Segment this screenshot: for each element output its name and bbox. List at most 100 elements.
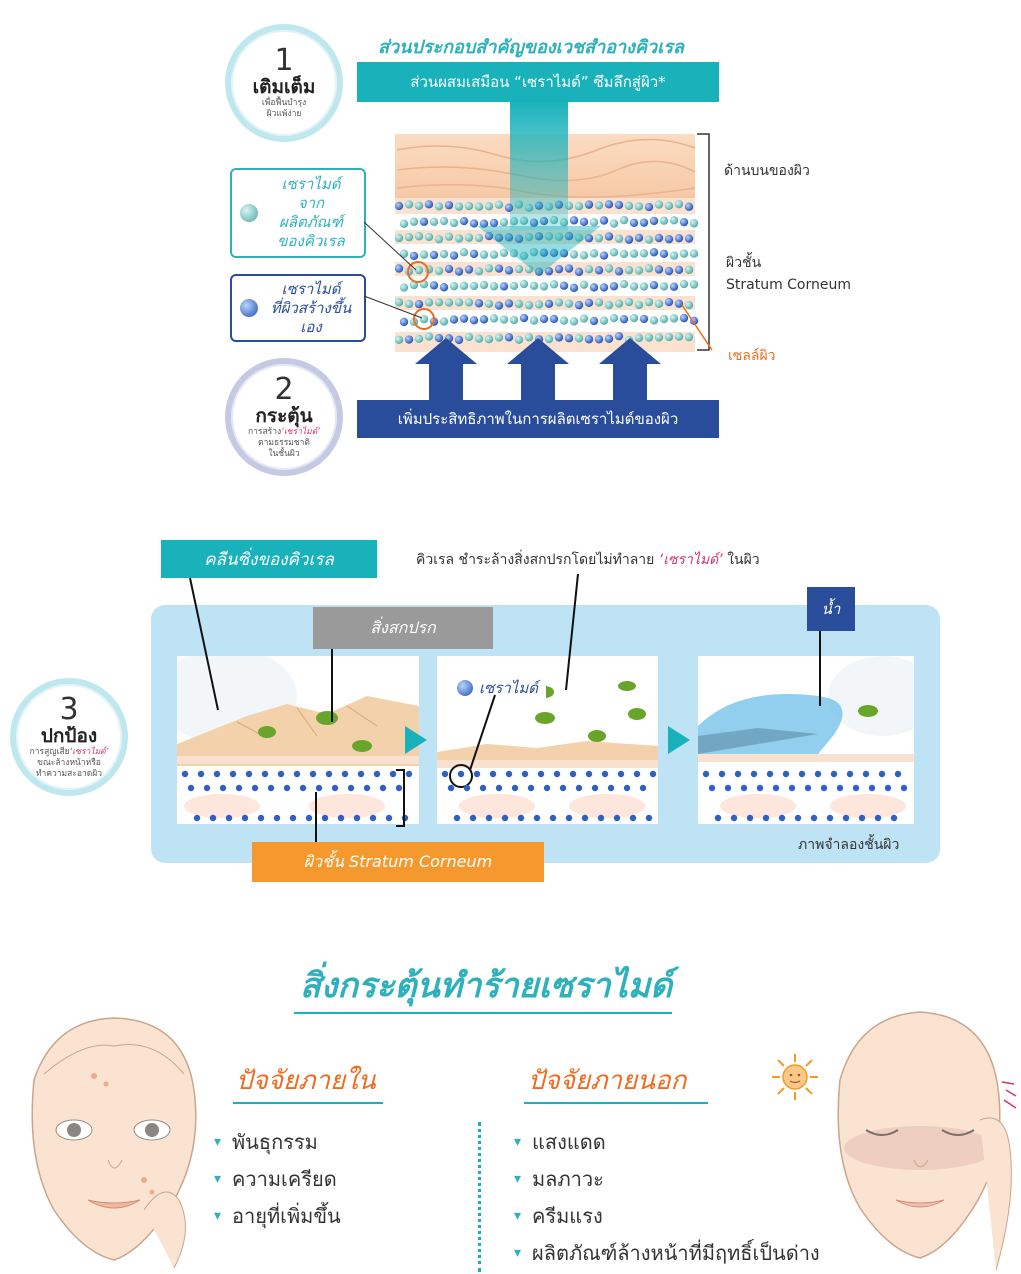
ceramide-particle <box>679 313 689 323</box>
ceramide-particle <box>589 283 599 292</box>
ceramide-particle <box>489 250 499 259</box>
ceramide-particle <box>439 249 449 259</box>
ceramide-particle <box>714 814 722 822</box>
ceramide-particle <box>441 770 449 778</box>
ceramide-particle <box>689 280 699 289</box>
ceramide-particle <box>584 200 594 209</box>
legend-product-line1: เซราไมด์ <box>281 175 341 193</box>
ceramide-particle <box>654 265 664 274</box>
ceramide-particle <box>884 784 892 792</box>
step1-badge: 1 เติมเต็ม เพื่อฟื้นบำรุง ผิวแพ้ง่าย <box>225 24 343 142</box>
ceramide-particle <box>484 334 494 344</box>
ceramide-particle <box>505 770 513 778</box>
external-title-underline <box>524 1102 708 1104</box>
ceramide-particle <box>524 265 534 274</box>
ceramide-particle <box>609 248 619 257</box>
ceramide-particle <box>584 335 594 344</box>
ceramide-particle <box>594 233 604 243</box>
cleansing-description: คิวเรล ชำระล้างสิ่งสกปรกโดยไม่ทำลาย ‘เซร… <box>416 552 760 568</box>
bullet-icon: ▾ <box>514 1171 522 1187</box>
ceramide-tag: เซราไมด์ <box>449 672 546 704</box>
ceramide-particle <box>341 770 349 778</box>
ceramide-particle <box>623 784 631 792</box>
list-item: ▾ครีมแรง <box>514 1198 820 1235</box>
ceramide-particle <box>750 770 758 778</box>
ceramide-particle <box>584 233 594 243</box>
ceramide-particle <box>574 334 584 343</box>
ceramide-particle <box>639 249 649 258</box>
ceramide-particle <box>469 219 479 228</box>
ceramide-particle <box>674 265 684 274</box>
ceramide-particle <box>679 249 689 258</box>
ceramide-particle <box>842 814 850 822</box>
ceramide-particle <box>219 784 227 792</box>
ceramide-particle <box>454 267 464 276</box>
ceramide-particle <box>684 202 694 211</box>
ceramide-particle <box>235 784 243 792</box>
skin-layer-illustration <box>394 100 713 404</box>
step2-badge: 2 กระตุ้น การสร้าง‘เซราไมด์’ ตามธรรมชาติ… <box>225 358 343 476</box>
ceramide-particle <box>669 251 679 260</box>
ceramide-particle <box>569 317 579 326</box>
ceramide-particle <box>674 299 684 308</box>
ceramide-particle <box>579 251 589 260</box>
ceramide-particle <box>644 202 654 212</box>
ceramide-particle <box>609 282 619 291</box>
ceramide-particle <box>469 814 477 822</box>
ceramide-particle <box>449 251 459 260</box>
ceramide-particle <box>708 784 716 792</box>
ceramide-particle <box>434 333 444 343</box>
ceramide-particle <box>517 814 525 822</box>
internal-factors-list: ▾พันธุกรรม ▾ความเครียด ▾อายุที่เพิ่มขึ้น <box>214 1124 341 1235</box>
ceramide-particle <box>874 814 882 822</box>
ceramide-particle <box>778 814 786 822</box>
ceramide-particle <box>569 250 579 259</box>
ceramide-particle <box>399 317 409 327</box>
ceramide-particle <box>495 784 503 792</box>
step2-subtitle-2: ตามธรรมชาติ <box>258 437 310 448</box>
ceramide-particle <box>533 814 541 822</box>
step2-number: 2 <box>274 371 294 407</box>
ceramide-particle <box>514 335 524 344</box>
ceramide-particle <box>579 280 589 289</box>
ceramide-particle <box>614 299 624 308</box>
ceramide-particle <box>439 283 449 292</box>
ceramide-particle <box>689 249 699 258</box>
ceramide-particle <box>664 266 674 276</box>
ceramide-particle <box>649 248 659 257</box>
ceramide-particle <box>804 784 812 792</box>
step3-subtitle-3: ทำความสะอาดผิว <box>35 768 103 779</box>
ceramide-particle <box>684 332 694 342</box>
ceramide-particle <box>509 281 519 291</box>
ceramide-particle <box>589 218 599 227</box>
ceramide-particle <box>634 202 644 211</box>
ceramide-particle <box>414 299 424 309</box>
ceramide-particle <box>424 232 434 242</box>
face-left-illustration <box>31 1017 197 1269</box>
factors-divider <box>478 1122 481 1272</box>
ceramide-particle <box>604 232 614 241</box>
ceramide-particle <box>501 814 509 822</box>
ceramide-particle <box>434 266 444 276</box>
step2-subtitle-3: ในชั้นผิว <box>268 448 300 459</box>
ceramide-particle <box>514 299 524 309</box>
ceramide-particle <box>639 282 649 291</box>
ceramide-particle <box>394 298 404 307</box>
ceramide-particle <box>447 784 455 792</box>
ceramide-particle <box>399 283 409 292</box>
ceramide-particle <box>464 298 474 307</box>
list-item: ▾อายุที่เพิ่มขึ้น <box>214 1198 341 1235</box>
ceramide-particle <box>419 315 429 324</box>
legend-skin-ceramide: เซราไมด์ ที่ผิวสร้างขึ้นเอง <box>230 274 366 342</box>
ceramide-particle <box>559 249 569 258</box>
ceramide-particle <box>453 814 461 822</box>
ceramide-particle <box>429 250 439 260</box>
ceramide-particle <box>634 233 644 243</box>
ceramide-particle <box>664 297 674 307</box>
ceramide-particle <box>564 334 574 343</box>
ceramide-particle <box>241 814 249 822</box>
face-right-illustration <box>837 1011 1017 1271</box>
ceramide-particle <box>203 784 211 792</box>
ceramide-particle <box>584 298 594 308</box>
penetration-bar: ส่วนผสมเสมือน “เซราไมด์” ซึมลึกสู่ผิว* <box>357 62 719 102</box>
